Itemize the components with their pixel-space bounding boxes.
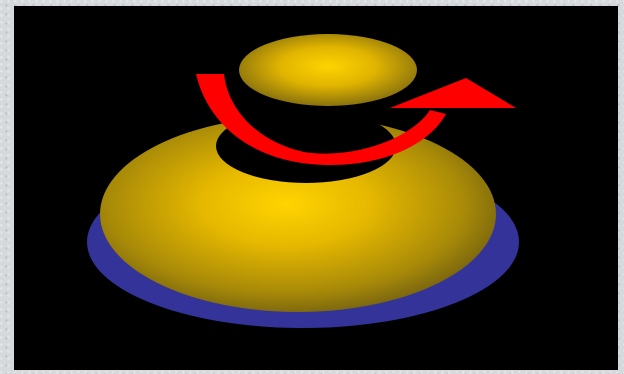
diagram-canvas	[14, 6, 618, 370]
top-cap	[239, 34, 417, 106]
diagram-svg	[14, 6, 618, 370]
